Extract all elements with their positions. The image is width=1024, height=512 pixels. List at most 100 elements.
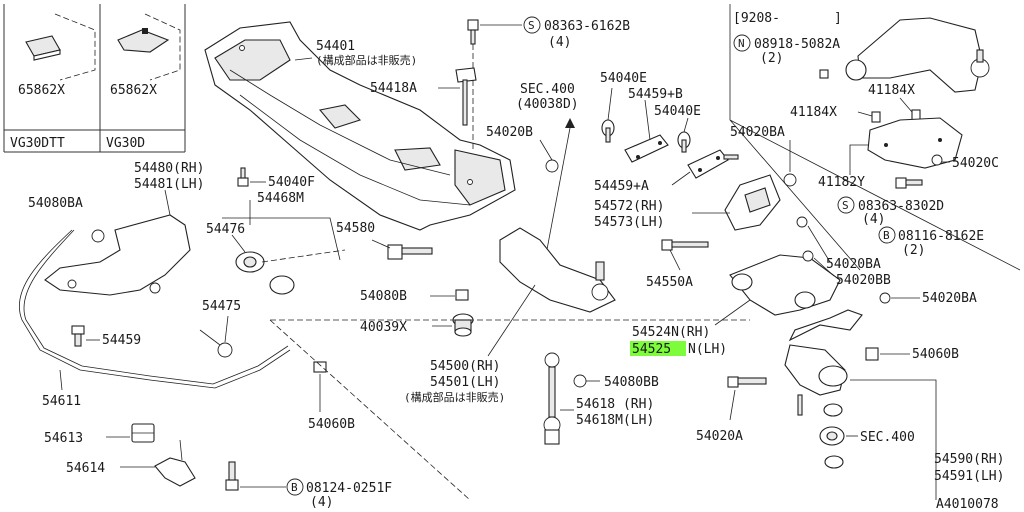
bearing-set — [819, 403, 845, 469]
bolt-54040f — [237, 167, 249, 187]
label-08124-0251f[interactable]: 08124-0251F — [306, 481, 392, 496]
label-54500-note: (構成部品は非販売) — [404, 390, 505, 404]
label-54459[interactable]: 54459 — [102, 333, 141, 348]
label-54020c[interactable]: 54020C — [952, 156, 999, 171]
label-08124-qty: (4) — [310, 495, 333, 510]
label-54618-rh[interactable]: 54618 (RH) — [576, 397, 654, 412]
label-65862x-a[interactable]: 65862X — [18, 83, 65, 98]
washer-54020ba-c — [879, 292, 891, 304]
label-54080ba[interactable]: 54080BA — [28, 196, 83, 211]
bracket-line-54468m — [222, 217, 341, 261]
label-08363-6162b[interactable]: 08363-6162B — [544, 19, 630, 34]
label-54614[interactable]: 54614 — [66, 461, 105, 476]
label-41184x-b[interactable]: 41184X — [868, 83, 915, 98]
spindle-54590 — [784, 309, 863, 416]
label-54468m[interactable]: 54468M — [257, 191, 304, 206]
label-54475[interactable]: 54475 — [202, 299, 241, 314]
leader-41184x-a — [857, 111, 873, 117]
variant-boxes — [3, 4, 186, 153]
label-54590-rh[interactable]: 54590(RH) — [934, 452, 1004, 467]
label-54080b[interactable]: 54080B — [360, 289, 407, 304]
label-54418a[interactable]: 54418A — [370, 81, 417, 96]
leader-54020a — [729, 389, 736, 421]
leader-54020bb — [813, 257, 835, 277]
label-54020b[interactable]: 54020B — [486, 125, 533, 140]
label-sec400-right[interactable]: SEC.400 — [860, 430, 915, 445]
symbol-b-08124 — [286, 478, 304, 496]
washer-54020bb — [802, 250, 814, 262]
leader-dash-54476 — [261, 249, 346, 263]
diagram-id: A4010078 — [936, 497, 999, 512]
plate-54459b — [624, 134, 669, 163]
leader-65862x-a — [54, 13, 96, 81]
leader-54040e-b — [683, 117, 689, 133]
washer-54020ba-a — [783, 173, 797, 187]
label-54618m-lh[interactable]: 54618M(LH) — [576, 413, 654, 428]
label-54020ba-a[interactable]: 54020BA — [730, 125, 785, 140]
symbol-s-08363-6162b — [523, 16, 541, 34]
label-sec400-top[interactable]: SEC.400 — [520, 82, 575, 97]
label-08918-5082a[interactable]: 08918-5082A — [754, 37, 840, 52]
bracket-41182y — [867, 117, 963, 169]
label-54040e-a[interactable]: 54040E — [600, 71, 647, 86]
stud-54418a — [455, 67, 477, 126]
label-54020ba-c[interactable]: 54020BA — [922, 291, 977, 306]
label-54040f[interactable]: 54040F — [268, 175, 315, 190]
label-08116-8162e[interactable]: 08116-8162E — [898, 229, 984, 244]
label-54613[interactable]: 54613 — [44, 431, 83, 446]
lower-arm-54500 — [499, 227, 616, 313]
leader-54475 — [224, 315, 229, 343]
symbol-b-text-a: B — [291, 481, 298, 494]
label-54476[interactable]: 54476 — [206, 222, 245, 237]
bracket-54572 — [724, 174, 781, 231]
label-40039x[interactable]: 40039X — [360, 320, 407, 335]
label-54040e-b[interactable]: 54040E — [654, 104, 701, 119]
label-54481-lh[interactable]: 54481(LH) — [134, 177, 204, 192]
plate-54459a — [687, 149, 739, 179]
label-date-close: ] — [834, 11, 842, 26]
label-65862x-b[interactable]: 65862X — [110, 83, 157, 98]
label-54080bb[interactable]: 54080BB — [604, 375, 659, 390]
highlight-54525 — [630, 341, 686, 356]
bolt-08363-6162b — [467, 19, 479, 45]
label-54500-rh[interactable]: 54500(RH) — [430, 359, 500, 374]
label-54573-lh[interactable]: 54573(LH) — [594, 215, 664, 230]
label-41184x-a[interactable]: 41184X — [790, 105, 837, 120]
label-54572-rh[interactable]: 54572(RH) — [594, 199, 664, 214]
link-54475 — [199, 329, 233, 358]
label-54550a[interactable]: 54550A — [646, 275, 693, 290]
nut-54080b — [455, 289, 469, 301]
bushing-54613 — [131, 423, 155, 443]
label-54020a[interactable]: 54020A — [696, 429, 743, 444]
label-vg30d: VG30D — [106, 136, 145, 151]
label-54060b-right[interactable]: 54060B — [912, 347, 959, 362]
label-54525[interactable]: 54525 — [632, 342, 671, 357]
label-54459a[interactable]: 54459+A — [594, 179, 649, 194]
nut-08918 — [819, 69, 829, 79]
label-41182y[interactable]: 41182Y — [818, 175, 865, 190]
label-54611[interactable]: 54611 — [42, 394, 81, 409]
label-54580[interactable]: 54580 — [336, 221, 375, 236]
bolt-54040e-a — [601, 119, 615, 143]
bushing-54080bb — [573, 374, 587, 388]
label-54524n-rh[interactable]: 54524N(RH) — [632, 325, 710, 340]
label-54501-lh[interactable]: 54501(LH) — [430, 375, 500, 390]
label-54020ba-b[interactable]: 54020BA — [826, 257, 881, 272]
label-54459b[interactable]: 54459+B — [628, 87, 683, 102]
label-08363-8302d[interactable]: 08363-8302D — [858, 199, 944, 214]
stabilizer-bar-inner — [23, 229, 289, 385]
label-54401[interactable]: 54401 — [316, 39, 355, 54]
leader-41184x-b — [899, 97, 913, 113]
symbol-s-text-a: S — [528, 19, 535, 32]
label-54591-lh[interactable]: 54591(LH) — [934, 469, 1004, 484]
clamp-54614 — [154, 439, 196, 487]
bracket-65862x-a — [25, 35, 61, 61]
label-54060b-left[interactable]: 54060B — [308, 417, 355, 432]
nut-54060b-right — [865, 347, 879, 361]
leader-54459a — [671, 171, 691, 186]
leader-54020ba-b — [807, 225, 831, 263]
label-54480-rh[interactable]: 54480(RH) — [134, 161, 204, 176]
label-54020bb[interactable]: 54020BB — [836, 273, 891, 288]
